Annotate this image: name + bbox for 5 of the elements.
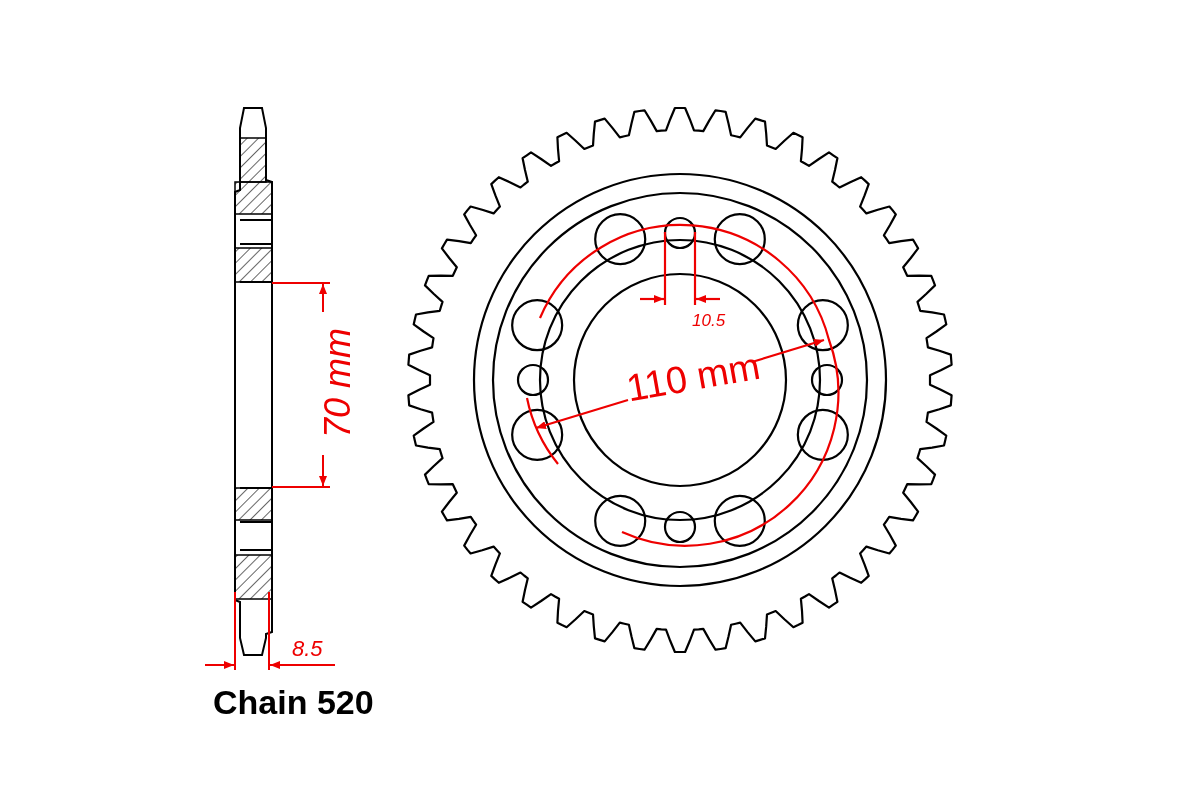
dimension-label: 70 mm <box>320 328 356 438</box>
chain-size-label: Chain 520 <box>213 685 374 719</box>
dimension-label: 8.5 <box>292 638 323 660</box>
dimension-label: 110 mm <box>623 346 763 408</box>
dimension-label: 10.5 <box>692 312 726 329</box>
